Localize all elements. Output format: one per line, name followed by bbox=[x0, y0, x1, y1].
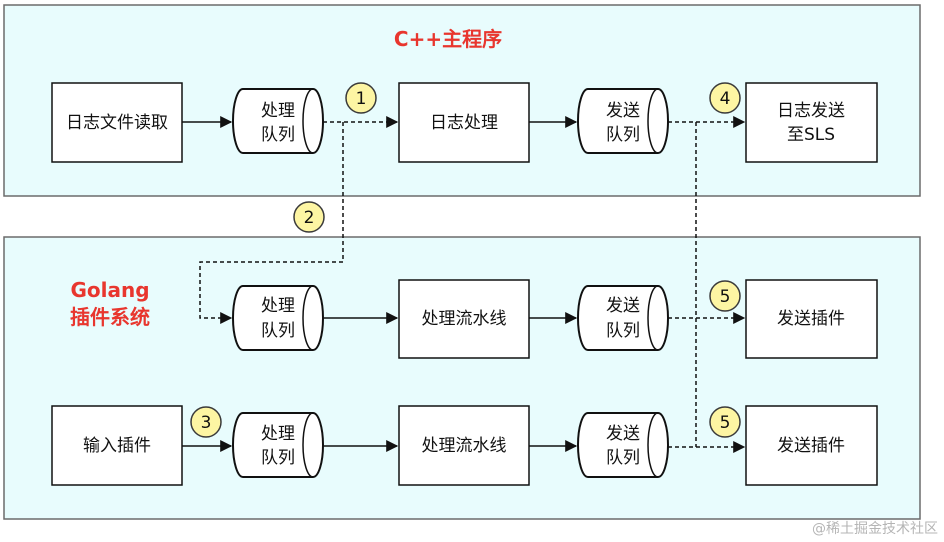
watermark: @稀土掘金技术社区 bbox=[812, 521, 938, 537]
badge-5b: 5 bbox=[709, 406, 741, 438]
svg-text:2: 2 bbox=[304, 208, 315, 228]
box-log-read: 日志文件读取 bbox=[51, 82, 183, 163]
svg-text:处理流水线: 处理流水线 bbox=[422, 436, 507, 456]
svg-text:队列: 队列 bbox=[261, 321, 295, 341]
queue-cpp-send: 发送 队列 bbox=[577, 88, 669, 154]
queue-go-process-1: 处理 队列 bbox=[232, 285, 324, 351]
svg-text:5: 5 bbox=[720, 413, 731, 433]
badge-5a: 5 bbox=[709, 280, 741, 312]
svg-text:发送: 发送 bbox=[606, 296, 640, 316]
svg-text:5: 5 bbox=[720, 287, 731, 307]
badge-4: 4 bbox=[709, 82, 741, 114]
svg-text:发送插件: 发送插件 bbox=[777, 309, 845, 329]
box-log-process: 日志处理 bbox=[398, 82, 530, 163]
box-pipeline-1: 处理流水线 bbox=[398, 279, 530, 359]
svg-text:处理: 处理 bbox=[261, 296, 295, 316]
box-log-send-sls: 日志发送 至SLS bbox=[745, 82, 878, 163]
queue-go-process-2: 处理 队列 bbox=[232, 412, 324, 478]
svg-text:发送插件: 发送插件 bbox=[777, 436, 845, 456]
svg-text:处理流水线: 处理流水线 bbox=[422, 309, 507, 329]
queue-cpp-process: 处理 队列 bbox=[232, 88, 324, 154]
svg-text:队列: 队列 bbox=[261, 125, 295, 145]
svg-text:输入插件: 输入插件 bbox=[83, 436, 151, 456]
connector-cpp-to-golang bbox=[199, 122, 344, 324]
svg-text:发送: 发送 bbox=[606, 101, 640, 121]
queue-go-send-2: 发送 队列 bbox=[577, 412, 669, 478]
svg-text:处理: 处理 bbox=[261, 101, 295, 121]
golang-region-title-line1: Golang bbox=[70, 278, 149, 302]
svg-text:4: 4 bbox=[720, 89, 731, 109]
box-input-plugin: 输入插件 bbox=[51, 405, 183, 486]
svg-text:日志发送: 日志发送 bbox=[777, 101, 845, 121]
svg-text:队列: 队列 bbox=[261, 448, 295, 468]
badge-2: 2 bbox=[293, 201, 325, 233]
svg-text:1: 1 bbox=[356, 89, 367, 109]
svg-text:日志处理: 日志处理 bbox=[430, 113, 498, 133]
badge-1: 1 bbox=[345, 82, 377, 114]
svg-text:至SLS: 至SLS bbox=[787, 125, 835, 145]
queue-go-send-1: 发送 队列 bbox=[577, 285, 669, 351]
svg-text:日志文件读取: 日志文件读取 bbox=[66, 113, 168, 133]
box-pipeline-2: 处理流水线 bbox=[398, 405, 530, 486]
svg-text:队列: 队列 bbox=[606, 448, 640, 468]
badge-3: 3 bbox=[190, 406, 222, 438]
golang-region-title-line2: 插件系统 bbox=[70, 305, 150, 329]
box-send-plugin-2: 发送插件 bbox=[745, 405, 878, 486]
svg-text:队列: 队列 bbox=[606, 125, 640, 145]
svg-text:发送: 发送 bbox=[606, 424, 640, 444]
svg-text:3: 3 bbox=[201, 413, 212, 433]
svg-text:队列: 队列 bbox=[606, 321, 640, 341]
svg-text:处理: 处理 bbox=[261, 424, 295, 444]
box-send-plugin-1: 发送插件 bbox=[745, 279, 878, 359]
cpp-region-title: C++主程序 bbox=[394, 27, 502, 51]
